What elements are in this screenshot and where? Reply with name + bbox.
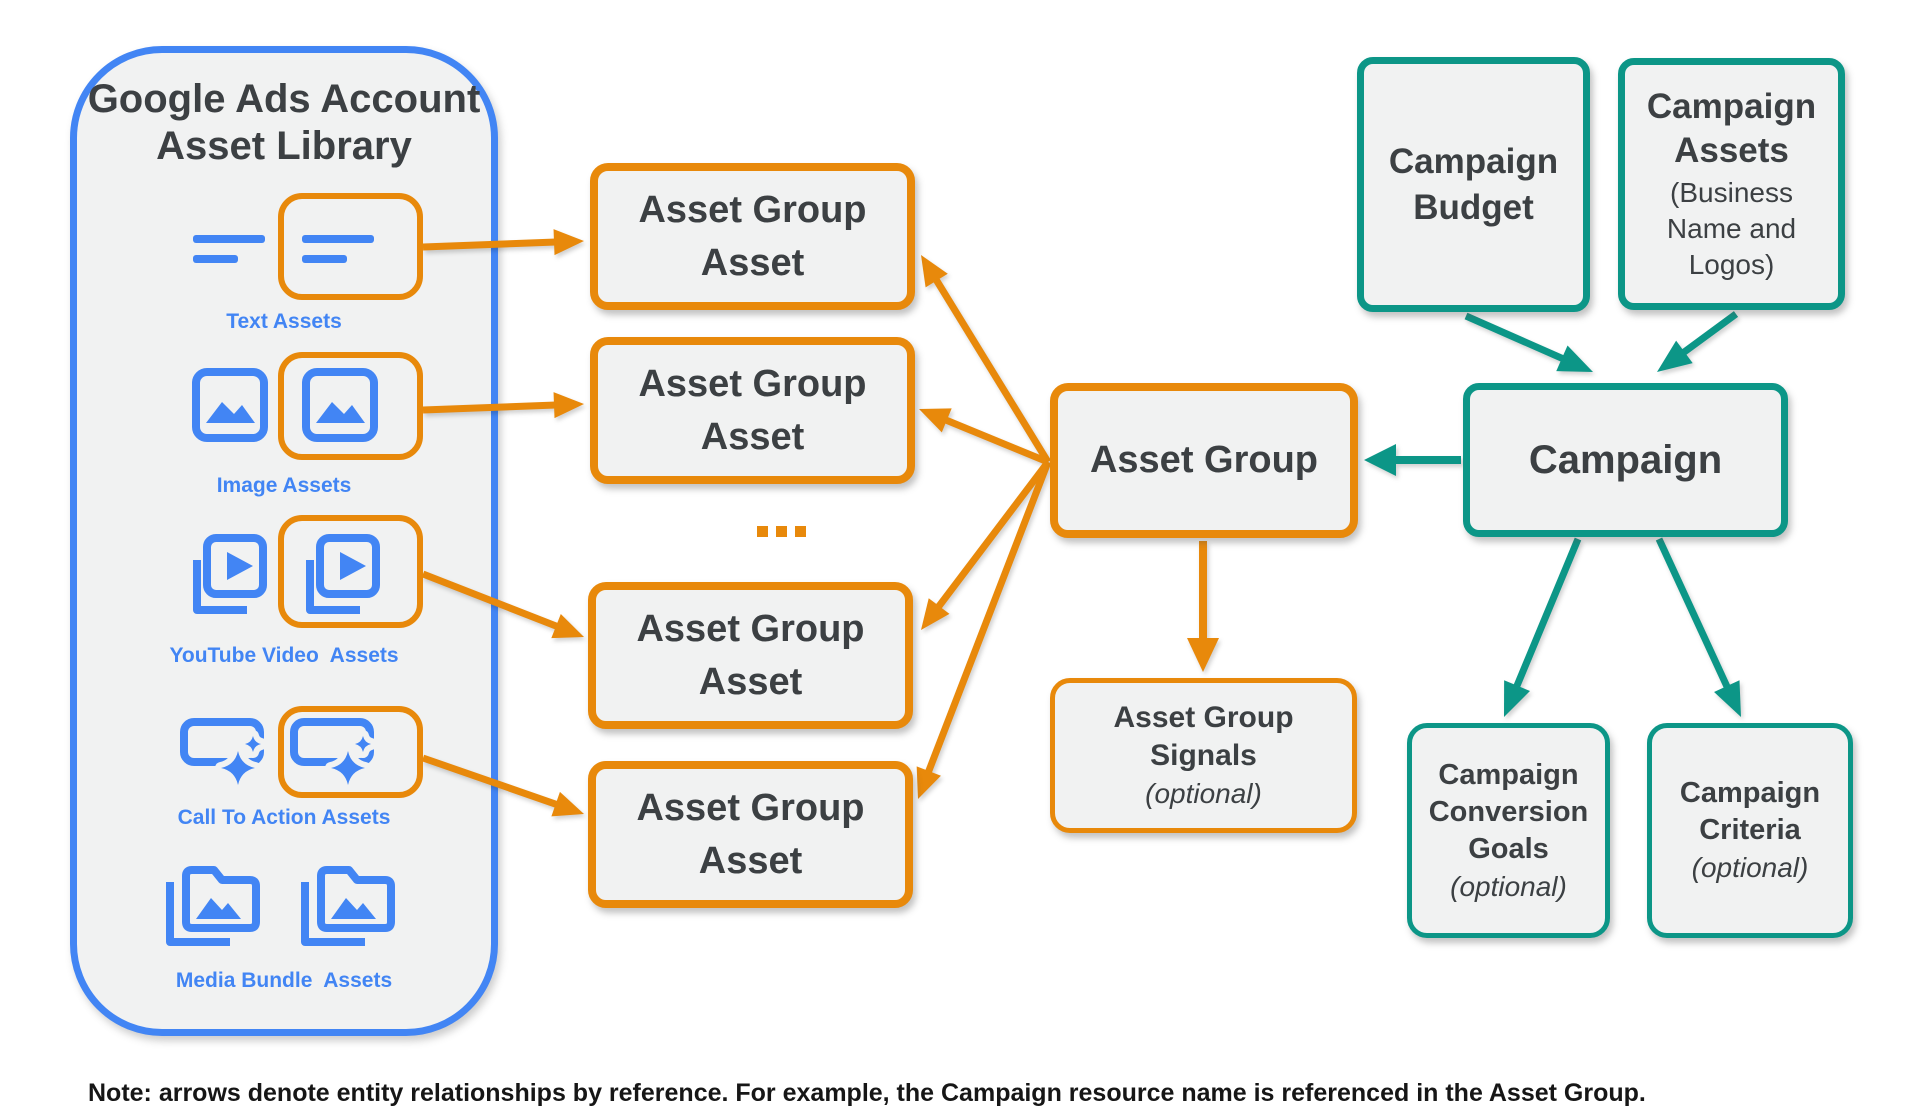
asset-group-asset-box-2: Asset Group Asset <box>590 337 915 484</box>
campaign-assets-label: Assets <box>1674 131 1789 170</box>
campaign-conversion-goals-label: Conversion <box>1428 795 1589 828</box>
campaign-conversion-goals-label: Goals <box>1468 832 1549 865</box>
campaign-criteria-label: Campaign <box>1679 777 1821 809</box>
footnote: Note: arrows denote entity relationships… <box>88 1079 1646 1107</box>
campaign-to-goals-arrow <box>1504 537 1582 717</box>
asset-group-signals-label: Asset Group <box>1113 700 1294 734</box>
campaign-box: Campaign <box>1463 383 1788 537</box>
asset-group-asset-label: Asset <box>698 660 803 703</box>
asset-group-asset-label: Asset Group <box>636 607 865 650</box>
asset-group-asset-label: Asset Group <box>638 188 867 231</box>
image-assets-to-aga2-arrow <box>422 392 584 419</box>
campaign-criteria-label: Criteria <box>1699 814 1801 846</box>
campaign-to-asset-group-arrow <box>1364 444 1461 476</box>
asset-group-box: Asset Group <box>1050 383 1358 538</box>
text-assets-to-aga1-arrow <box>422 229 584 256</box>
video-assets-to-aga3-arrow <box>421 570 584 639</box>
ellipsis-dots-icon <box>757 526 806 537</box>
campaign-assets-sublabel: (Business Name and Logos) <box>1666 177 1797 280</box>
optional-label: (optional) <box>1691 852 1809 883</box>
asset-group-label: Asset Group <box>1089 439 1319 481</box>
asset-group-to-signals-arrow <box>1187 541 1219 672</box>
optional-label: (optional) <box>1450 870 1567 902</box>
campaign-budget-box: Campaign Budget <box>1357 57 1590 312</box>
campaign-to-criteria-arrow <box>1655 537 1741 717</box>
campaign-conversion-goals-box: Campaign Conversion Goals (optional) <box>1407 723 1610 938</box>
asset-group-to-aga2-arrow <box>919 408 1050 466</box>
asset-group-to-aga4-arrow <box>916 460 1052 799</box>
asset-group-asset-label: Asset Group <box>636 786 865 829</box>
budget-to-campaign-arrow <box>1464 312 1593 372</box>
campaign-label: Campaign <box>1528 437 1723 482</box>
asset-group-asset-box-4: Asset Group Asset <box>588 761 913 908</box>
asset-group-asset-label: Asset <box>700 241 805 284</box>
campaign-assets-label: Campaign <box>1646 87 1817 126</box>
asset-group-asset-label: Asset Group <box>638 362 867 405</box>
campaign-budget-label: Campaign <box>1388 141 1559 181</box>
asset-group-signals-label: Signals <box>1150 738 1257 772</box>
optional-label: (optional) <box>1145 777 1262 809</box>
asset-group-asset-box-1: Asset Group Asset <box>590 163 915 310</box>
campaign-assets-box: Campaign Assets (Business Name and Logos… <box>1618 58 1845 310</box>
campaign-budget-label: Budget <box>1413 187 1534 227</box>
campaign-criteria-box: Campaign Criteria (optional) <box>1647 723 1853 938</box>
asset-group-to-aga1-arrow <box>921 255 1051 464</box>
asset-library-panel <box>70 46 498 1036</box>
asset-group-asset-label: Asset <box>698 839 803 882</box>
campaign-conversion-goals-label: Campaign <box>1438 758 1579 791</box>
asset-group-asset-label: Asset <box>700 415 805 458</box>
asset-group-to-aga3-arrow <box>921 459 1051 630</box>
asset-group-signals-box: Asset Group Signals (optional) <box>1050 678 1357 833</box>
campaign-assets-to-campaign-arrow <box>1657 311 1739 372</box>
cta-assets-to-aga4-arrow <box>421 754 584 817</box>
asset-group-asset-box-3: Asset Group Asset <box>588 582 913 729</box>
